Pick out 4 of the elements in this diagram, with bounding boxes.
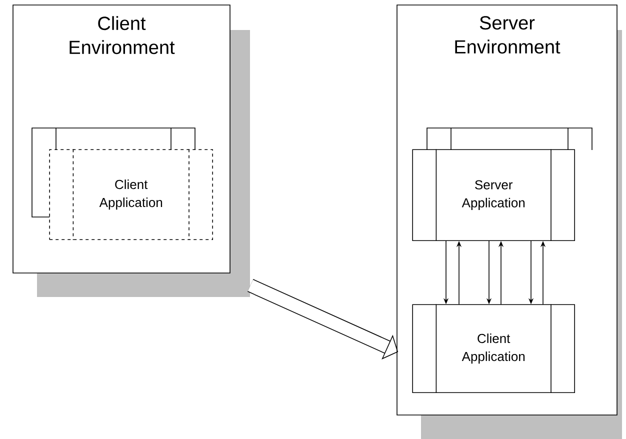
application-box: Server Application	[412, 128, 592, 242]
application-box: Client Application	[412, 304, 575, 394]
hollow-arrow	[248, 279, 398, 360]
application-box: Client Application	[32, 128, 213, 240]
